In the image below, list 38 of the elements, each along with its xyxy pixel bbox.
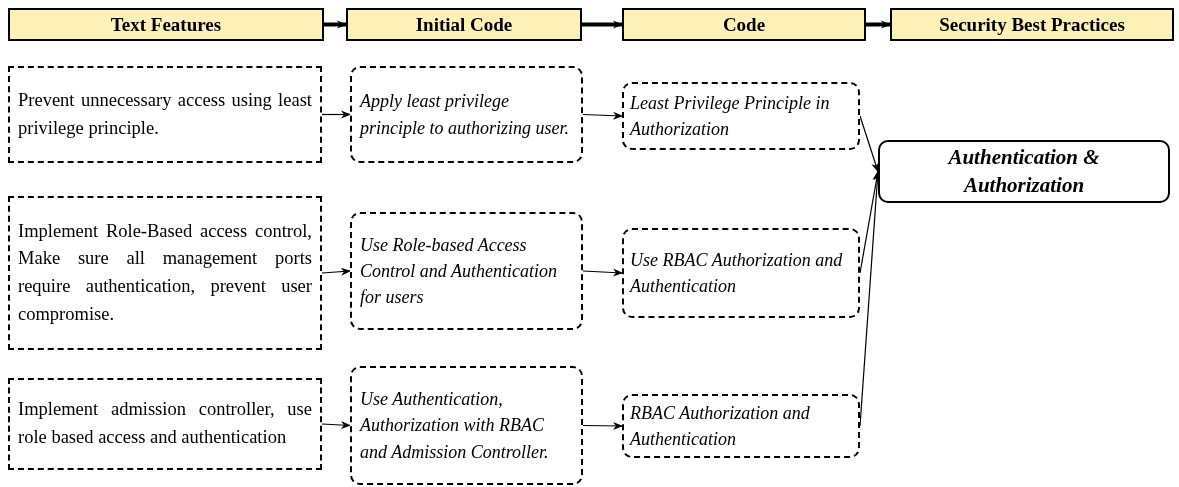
box-text: Prevent unnecessary access using least privilege principle. bbox=[18, 88, 312, 140]
box-text: Least Privilege Principle in Authorization bbox=[630, 91, 831, 141]
column-header bbox=[346, 8, 582, 41]
arrow bbox=[859, 115, 880, 173]
feature-box bbox=[8, 66, 322, 163]
feature-box bbox=[8, 196, 322, 350]
box-text: Use Authentication, Authorization with RBAC and Admission Controller. bbox=[360, 388, 550, 464]
column-header bbox=[890, 8, 1174, 41]
box-text: Code bbox=[721, 13, 767, 36]
code-box bbox=[622, 394, 860, 458]
feature-box bbox=[8, 378, 322, 470]
column-header bbox=[622, 8, 866, 41]
arrow bbox=[866, 20, 891, 29]
box-text: Use RBAC Authorization and Authentication bbox=[630, 248, 844, 298]
code-box bbox=[622, 82, 860, 150]
box-text: RBAC Authorization and Authentication bbox=[630, 401, 811, 451]
initial-code-box bbox=[350, 366, 583, 485]
arrow bbox=[321, 421, 351, 429]
arrow bbox=[582, 20, 623, 29]
box-text: Implement Role-Based access control, Make sure all management ports require authentication, prevent user compromise. bbox=[18, 219, 312, 326]
box-text: Use Role-based Access Control and Authentication for users bbox=[360, 233, 558, 310]
box-text: Implement admission controller, use role based access and authentication bbox=[18, 398, 312, 449]
box-text: Initial Code bbox=[414, 13, 514, 36]
arrow bbox=[324, 20, 347, 29]
initial-code-box bbox=[350, 212, 583, 330]
initial-code-box bbox=[350, 66, 583, 163]
column-header bbox=[8, 8, 324, 41]
practice-box bbox=[878, 140, 1170, 203]
box-text: Authentication & Authorization bbox=[946, 144, 1101, 199]
box-text: Apply least privilege principle to authorizing user. bbox=[360, 90, 570, 140]
arrow bbox=[582, 268, 623, 277]
arrow bbox=[582, 111, 623, 120]
code-box bbox=[622, 228, 860, 318]
arrow bbox=[321, 110, 351, 119]
box-text: Text Features bbox=[109, 13, 223, 36]
arrow bbox=[582, 421, 623, 430]
arrow bbox=[321, 267, 351, 276]
box-text: Security Best Practices bbox=[938, 13, 1126, 36]
